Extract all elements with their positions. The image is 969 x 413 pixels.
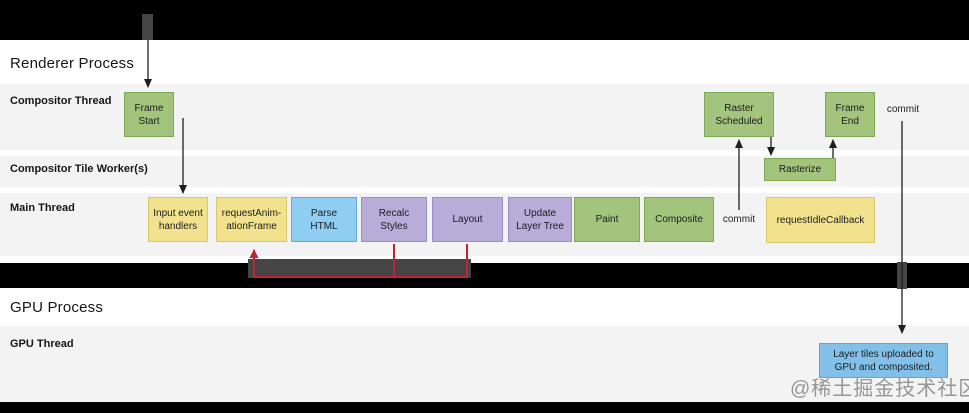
update-layer-tree-box: Update Layer Tree [508, 197, 572, 242]
raster-scheduled-box: Raster Scheduled [704, 92, 774, 137]
compositor-thread-label: Compositor Thread [10, 95, 112, 107]
frame-end-box: Frame End [825, 92, 875, 137]
input-event-handlers-box: Input event handlers [148, 197, 208, 242]
layer-tiles-uploaded-box: Layer tiles uploaded to GPU and composit… [819, 343, 948, 378]
parse-html-box: Parse HTML [291, 197, 357, 242]
request-animation-frame-box: requestAnim- ationFrame [216, 197, 287, 242]
compositor-tile-workers-label: Compositor Tile Worker(s) [10, 163, 148, 175]
main-thread-label: Main Thread [10, 202, 75, 214]
gpu-thread-label: GPU Thread [10, 338, 74, 350]
rasterize-box: Rasterize [764, 158, 836, 181]
renderer-process-title: Renderer Process [10, 55, 135, 72]
top-black-bar [0, 0, 969, 40]
lane-gpu-thread [0, 326, 969, 402]
gpu-process-title: GPU Process [10, 299, 104, 316]
frame-start-box: Frame Start [124, 92, 174, 137]
commit-to-raster-label: commit [722, 214, 756, 225]
arrow-pass-commit [897, 262, 907, 289]
bottom-black-bar [0, 402, 969, 413]
arrow-pass-bracket [248, 259, 471, 278]
middle-black-bar [0, 263, 969, 288]
paint-box: Paint [574, 197, 640, 242]
arrow-pass-top [142, 14, 153, 40]
watermark: @稀土掘金技术社区 [790, 378, 969, 400]
composite-box: Composite [644, 197, 714, 242]
layout-box: Layout [432, 197, 503, 242]
recalc-styles-box: Recalc Styles [361, 197, 427, 242]
commit-to-gpu-label: commit [886, 104, 920, 115]
request-idle-callback-box: requestIdleCallback [766, 197, 875, 243]
